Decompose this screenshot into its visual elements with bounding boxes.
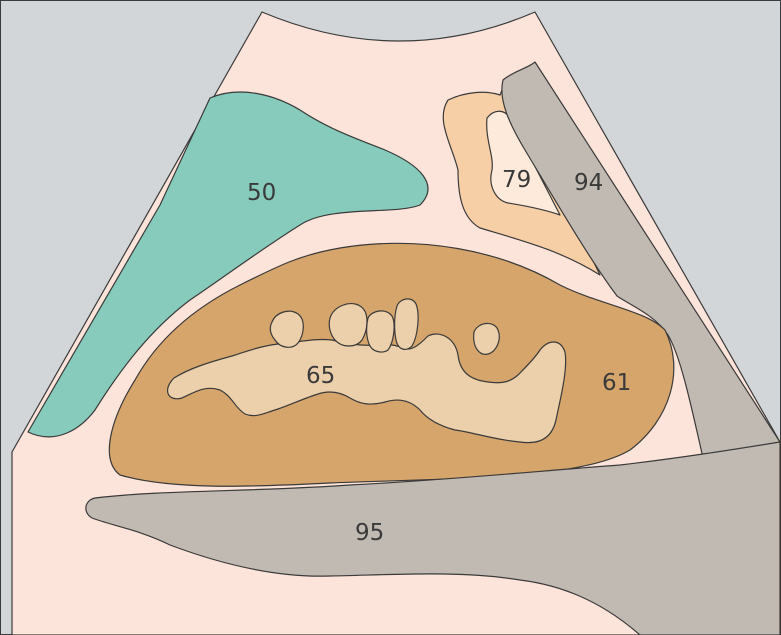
region-65-blob-3 [367, 311, 394, 352]
label-95: 95 [355, 520, 384, 546]
label-79: 79 [502, 167, 531, 193]
label-61: 61 [602, 370, 631, 396]
region-65-blob-2 [329, 304, 367, 346]
region-65-blob-5 [474, 323, 500, 354]
label-94: 94 [574, 170, 603, 196]
region-65-blob-4 [395, 299, 418, 349]
label-50: 50 [247, 180, 276, 206]
label-65: 65 [306, 363, 335, 389]
